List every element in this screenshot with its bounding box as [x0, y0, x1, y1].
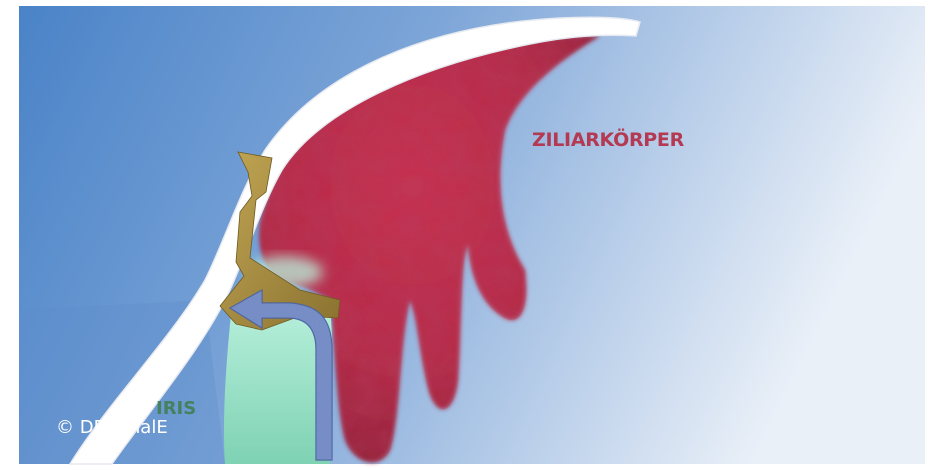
frame-right — [925, 0, 941, 470]
ciliary-body-label: ZILIARKÖRPER — [532, 129, 684, 151]
frame-bottom — [0, 464, 941, 470]
copyright-notice: © DREImalE — [56, 417, 168, 438]
frame-left — [0, 0, 19, 470]
frame-top — [0, 0, 941, 6]
iris-label: IRIS — [156, 398, 196, 419]
